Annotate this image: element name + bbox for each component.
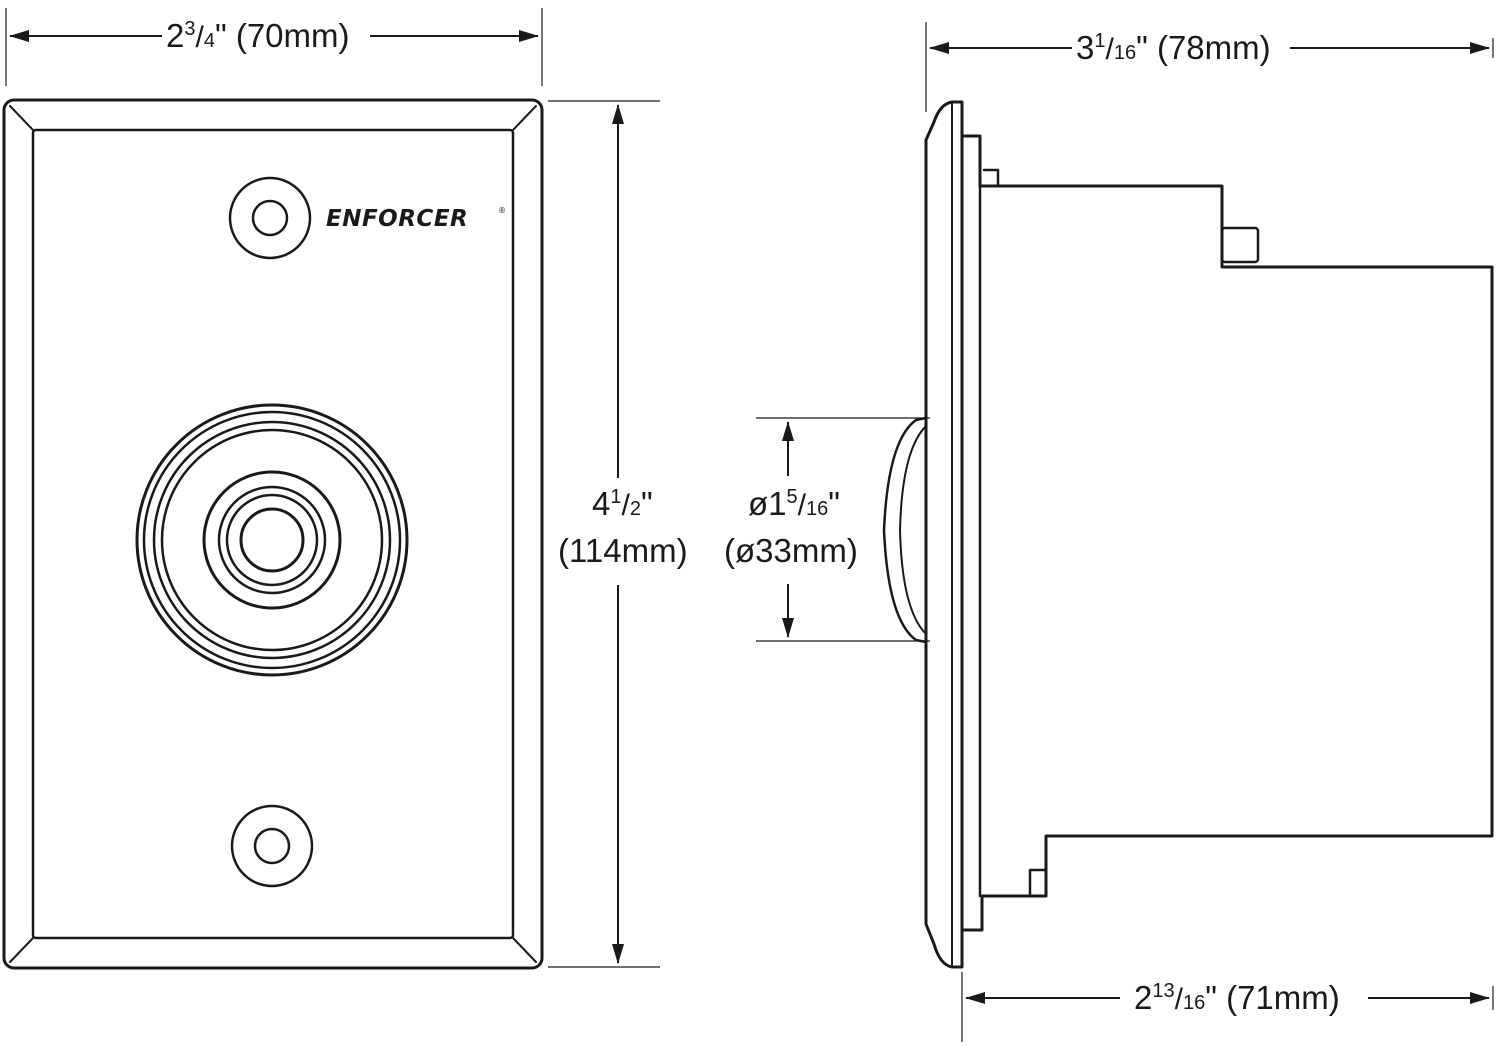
plate-height-metric: (114mm) (558, 532, 688, 569)
side-lower-steps (1028, 868, 1048, 898)
plate-width-label: 23/4" (70mm) (166, 17, 350, 54)
side-terminal-post (1220, 226, 1260, 264)
overall-depth-dimension: 31/16" (78mm) (925, 22, 1494, 112)
bottom-screw-hole (230, 804, 314, 888)
svg-text:®: ® (498, 206, 506, 215)
plate-height-label: 41/2" (592, 485, 653, 522)
plate-width-dimension: 23/4" (70mm) (5, 8, 543, 86)
button-diameter-label: ø15/16" (748, 485, 840, 522)
overall-depth-label: 31/16" (78mm) (1076, 29, 1271, 66)
enforcer-logo: ENFORCER ® (326, 206, 506, 232)
body-depth-label: 213/16" (71mm) (1134, 979, 1340, 1016)
plate-inner-face (31, 128, 515, 940)
side-view (882, 100, 1494, 969)
button-diameter-metric: (ø33mm) (724, 532, 858, 569)
plate-height-dimension: 41/2" (114mm) (548, 100, 688, 968)
plate-outer-edge (2, 98, 544, 970)
top-screw-hole (228, 176, 312, 260)
button-diameter-dimension: ø15/16" (ø33mm) (724, 417, 930, 642)
svg-text:ENFORCER: ENFORCER (326, 206, 468, 232)
plate-bevel-lines (9, 105, 537, 963)
side-body-housing (960, 134, 1494, 932)
side-tab-top (982, 168, 1000, 188)
side-plate-front (924, 100, 964, 969)
front-view: ENFORCER ® (2, 98, 544, 970)
side-button-dome (882, 416, 928, 644)
body-depth-dimension: 213/16" (71mm) (961, 972, 1494, 1042)
push-button-front (135, 403, 409, 677)
